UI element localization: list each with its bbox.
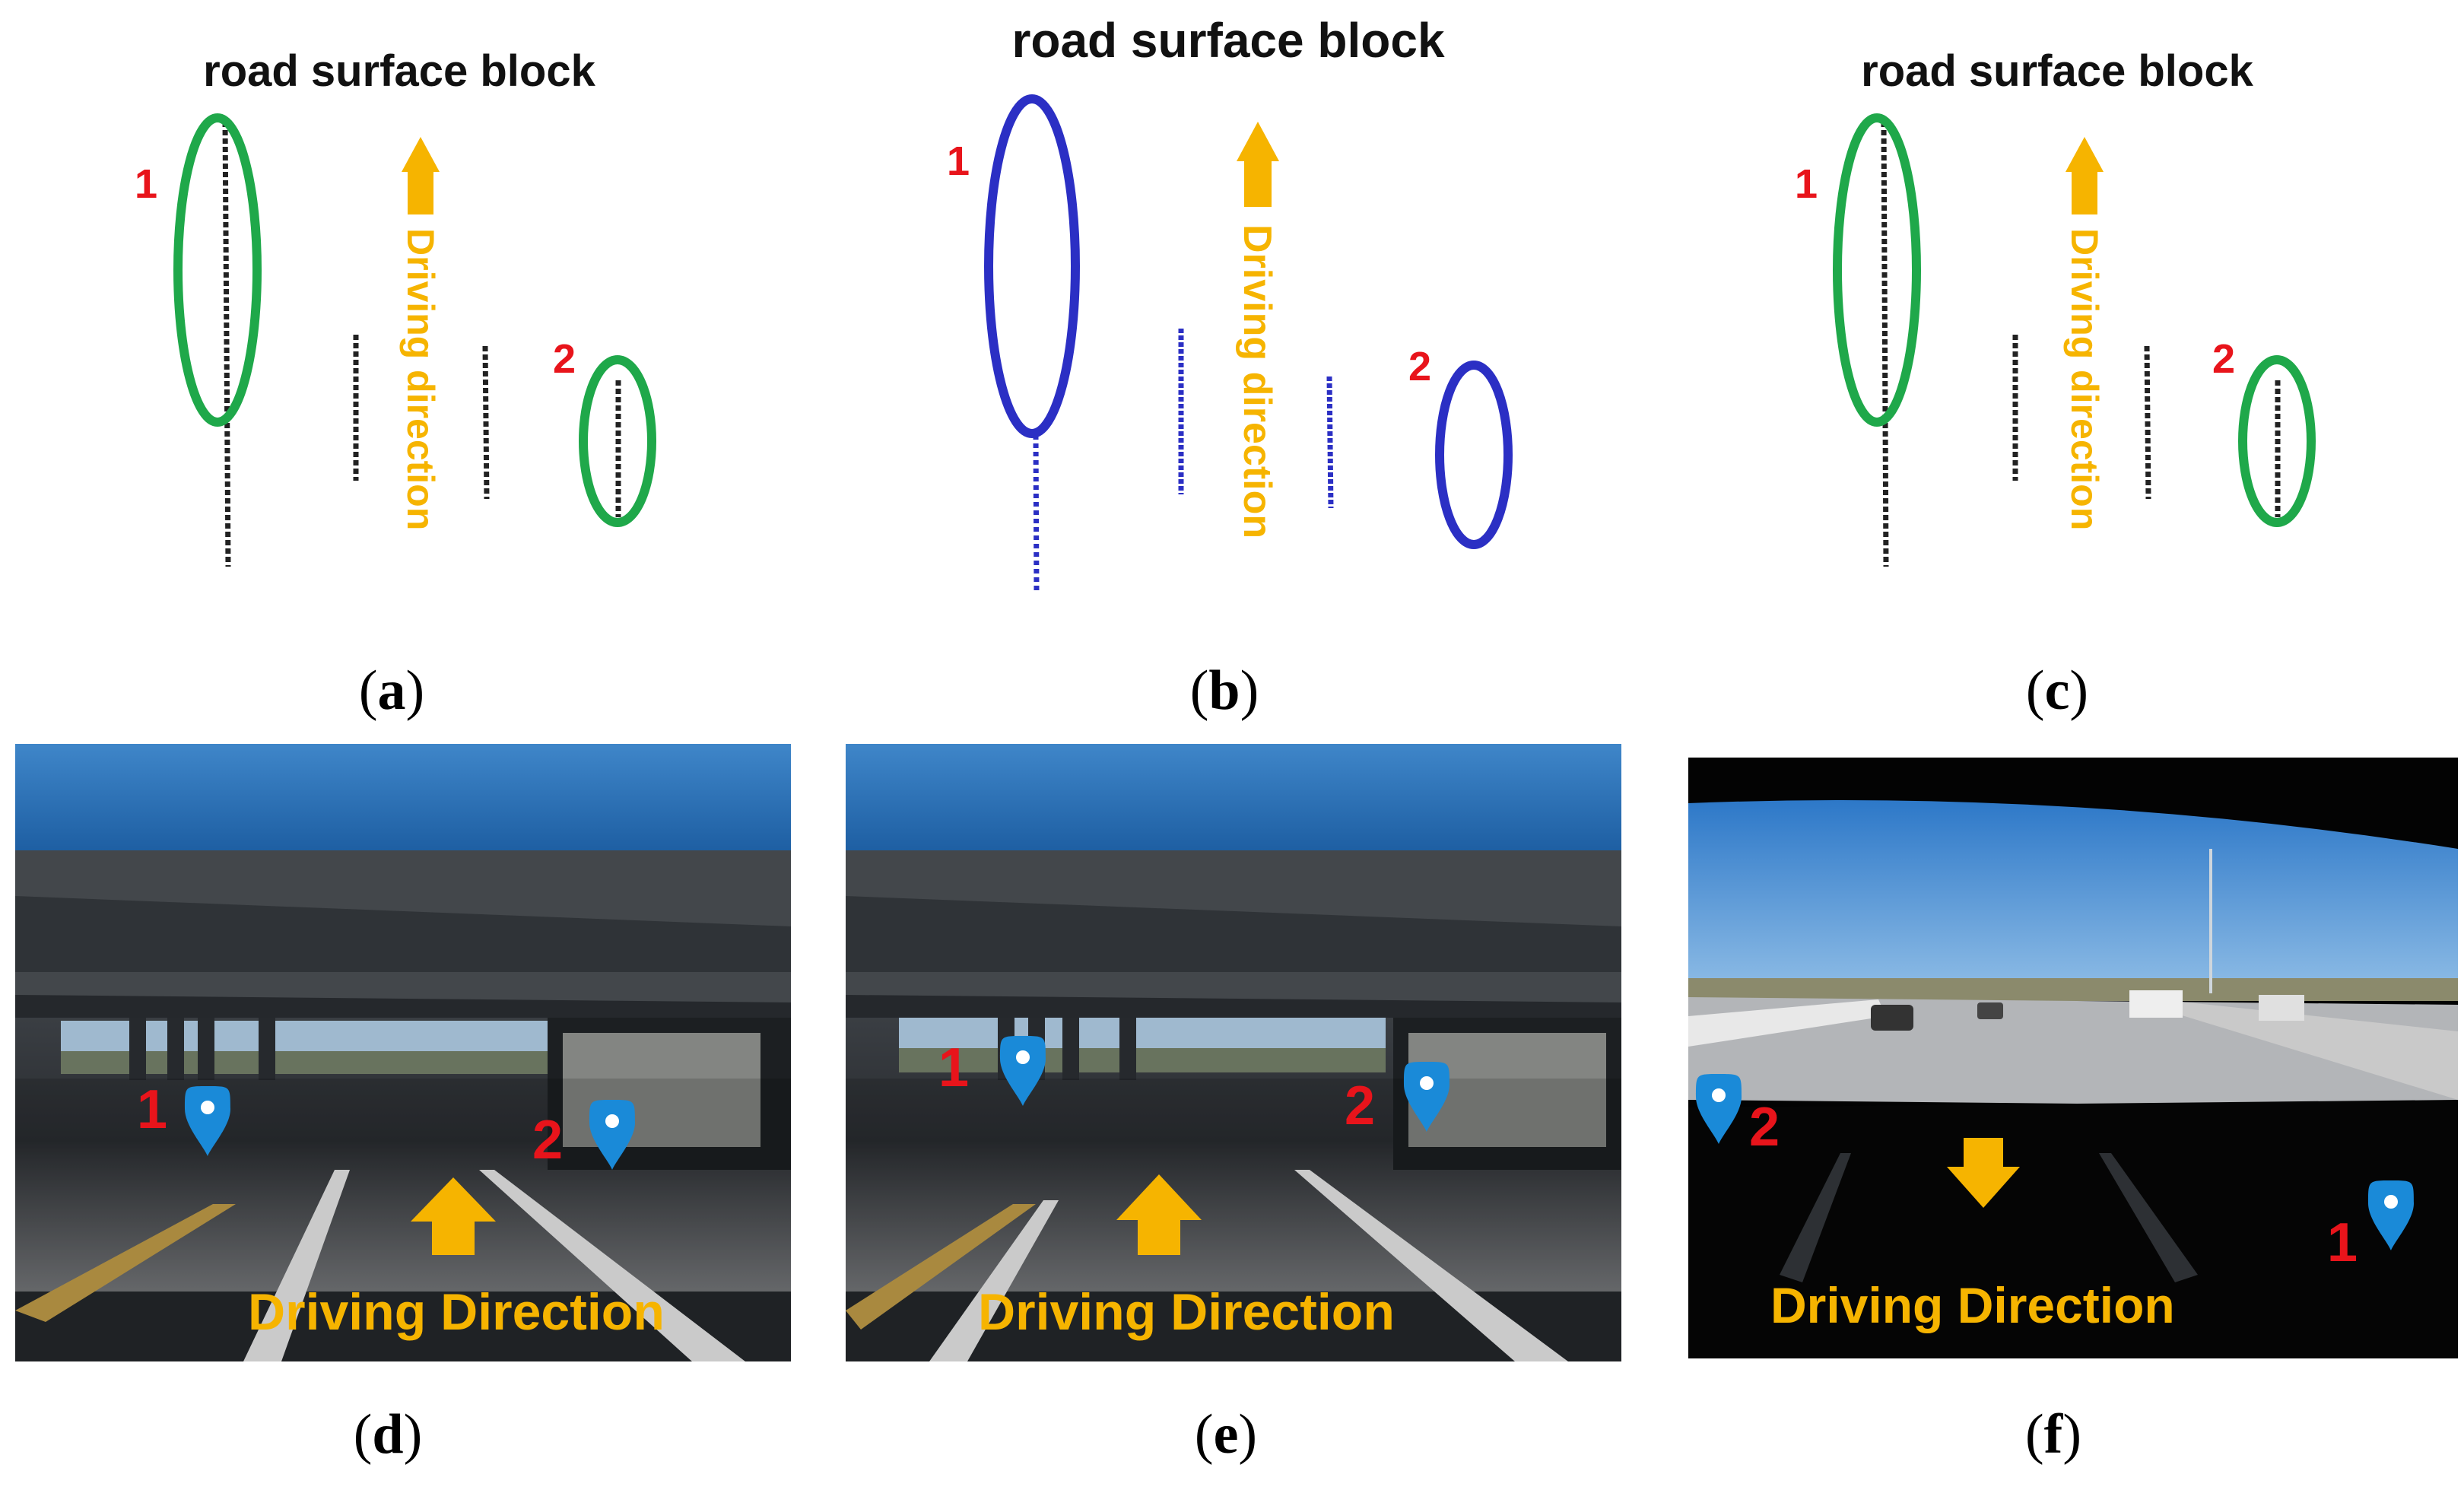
arrow-up-icon (1237, 122, 1279, 207)
location-pin-2-icon (1696, 1074, 1742, 1144)
marker-2-label: 2 (2212, 336, 2235, 382)
marker-2-ellipse (2238, 355, 2316, 527)
marker-2-label: 2 (1749, 1097, 1780, 1158)
arrow-up-icon (411, 1177, 496, 1255)
direction-label: Driving Direction (978, 1283, 1395, 1341)
diagram-title: road surface block (203, 46, 595, 96)
point-column-3 (482, 345, 490, 500)
point-column-1 (222, 121, 231, 567)
diagram-title: road surface block (1011, 13, 1445, 68)
panel-b: road surface block 1 2 Driving direction… (821, 0, 1643, 745)
point-column-1 (1033, 434, 1040, 594)
direction-label: Driving direction (2063, 228, 2106, 530)
diagram-b: road surface block 1 2 Driving direction (947, 13, 1513, 594)
panel-f: 2 1 Driving Direction (f) (1688, 758, 2458, 1506)
caption-f: (f) (2025, 1403, 2081, 1466)
caption-c: (c) (2025, 659, 2089, 722)
direction-label: Driving direction (399, 228, 442, 530)
point-column-1 (1881, 121, 1889, 567)
marker-1-ellipse (173, 113, 262, 427)
overlay-f: 2 1 Driving Direction (1696, 1074, 2414, 1333)
arrow-up-icon (402, 137, 440, 214)
location-pin-2-icon (589, 1100, 635, 1170)
direction-label: Driving Direction (248, 1283, 665, 1341)
marker-1-label: 1 (137, 1079, 167, 1140)
location-pin-2-icon (1404, 1062, 1450, 1132)
caption-b: (b) (1189, 659, 1259, 722)
location-pin-1-icon (2368, 1180, 2414, 1250)
panel-d: 1 2 Driving Direction (d) (15, 744, 791, 1504)
road-photo-e (846, 744, 1621, 1361)
arrow-down-icon (1947, 1138, 2020, 1208)
direction-label: Driving direction (1235, 224, 1279, 539)
arrow-up-icon (1116, 1174, 1202, 1255)
marker-2-label: 2 (1408, 344, 1431, 389)
marker-1-ellipse (1833, 113, 1921, 427)
arrow-up-icon (2066, 137, 2104, 214)
marker-1-label: 1 (2327, 1212, 2358, 1273)
overlay-d: 1 2 Driving Direction (137, 1079, 665, 1341)
point-column-3 (2144, 345, 2151, 500)
panel-a: road surface block 1 2 Driving direction… (0, 0, 821, 745)
road-photo-d (15, 744, 791, 1361)
panel-e: 1 2 Driving Direction (e) (846, 744, 1621, 1504)
panel-c: road surface block 1 2 Driving direction… (1643, 0, 2464, 745)
marker-1-label: 1 (938, 1037, 969, 1098)
road-photo-f (1688, 758, 2458, 1358)
marker-1-ellipse (984, 94, 1080, 438)
diagram-c: road surface block 1 2 Driving direction (1795, 46, 2316, 567)
caption-a: (a) (358, 659, 425, 722)
diagram-title: road surface block (1861, 46, 2253, 96)
marker-2-label: 2 (532, 1110, 563, 1171)
diagram-a: road surface block 1 2 Driving direction (135, 46, 656, 567)
marker-2-label: 2 (1345, 1075, 1375, 1136)
marker-1-label: 1 (135, 161, 157, 207)
point-column-3 (1326, 376, 1334, 509)
caption-d: (d) (353, 1403, 423, 1466)
marker-2-label: 2 (553, 336, 576, 382)
location-pin-1-icon (1000, 1036, 1046, 1106)
marker-1-label: 1 (1795, 161, 1818, 207)
direction-label: Driving Direction (1770, 1277, 2175, 1333)
overlay-e: 1 2 Driving Direction (938, 1036, 1450, 1341)
marker-1-label: 1 (947, 138, 970, 184)
caption-e: (e) (1194, 1403, 1258, 1466)
location-pin-1-icon (185, 1086, 230, 1156)
marker-2-ellipse (1435, 361, 1513, 549)
marker-2-ellipse (579, 355, 656, 527)
